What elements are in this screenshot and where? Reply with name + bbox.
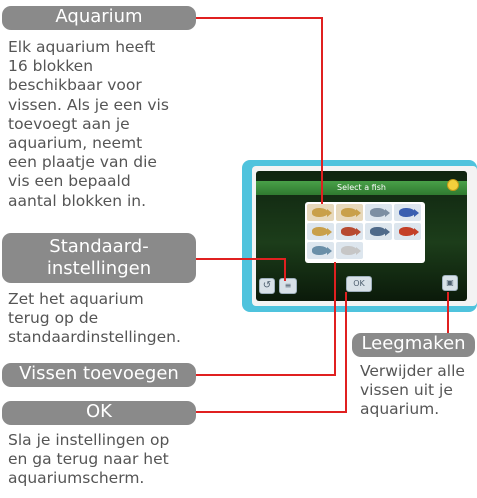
fish-icon bbox=[312, 208, 328, 217]
screen-title-bar: Select a fish bbox=[256, 181, 467, 195]
fish-slot[interactable] bbox=[336, 204, 363, 221]
fish-icon bbox=[370, 208, 386, 217]
aquarium-desc-line: Elk aquarium heeft bbox=[8, 38, 156, 56]
fish-icon bbox=[370, 227, 386, 236]
aquarium-desc-line: aquarium, neemt bbox=[8, 134, 143, 153]
fish-icon bbox=[312, 227, 328, 236]
leegmaken-desc-line: Verwijder alle bbox=[360, 362, 465, 380]
aquarium-desc-line: beschikbaar voor bbox=[8, 76, 142, 95]
fish-tail-icon bbox=[356, 247, 361, 255]
standaard-desc-line: standaardinstellingen. bbox=[8, 328, 181, 347]
aquarium-desc-line: toevoegt aan je bbox=[8, 114, 130, 133]
fish-slot[interactable] bbox=[394, 204, 421, 221]
fish-tail-icon bbox=[414, 209, 419, 217]
aquarium-desc-line: 16 blokken bbox=[8, 57, 94, 76]
standaard-connector bbox=[196, 258, 286, 260]
ok-button[interactable]: OK bbox=[346, 276, 372, 292]
vissen-toevoegen-label: Vissen toevoegen bbox=[2, 363, 196, 387]
aquarium-desc-line: vissen. Als je een vis bbox=[8, 95, 169, 114]
vissen-toevoegen-connector bbox=[334, 262, 336, 376]
standaard-label-line2: instellingen bbox=[46, 258, 152, 279]
fish-tail-icon bbox=[356, 209, 361, 217]
add-fish-button[interactable]: ≡ bbox=[279, 278, 297, 294]
standaard-desc-line: terug op de bbox=[8, 309, 99, 328]
fish-tail-icon bbox=[356, 228, 361, 236]
leegmaken-label: Leegmaken bbox=[352, 333, 475, 357]
info-icon[interactable] bbox=[447, 179, 459, 191]
ok-description: Sla je instellingen op en ga terug naar … bbox=[8, 431, 200, 489]
aquarium-desc-line: aantal blokken in. bbox=[8, 191, 147, 210]
fish-selection-panel bbox=[305, 202, 425, 263]
fish-icon bbox=[399, 227, 415, 236]
leegmaken-desc-line: aquarium. bbox=[360, 400, 440, 419]
fish-slot[interactable] bbox=[365, 223, 392, 240]
fish-icon bbox=[341, 208, 357, 217]
leegmaken-connector bbox=[447, 292, 449, 333]
fish-tail-icon bbox=[327, 209, 332, 217]
ok-connector bbox=[345, 292, 347, 413]
fish-tail-icon bbox=[414, 228, 419, 236]
vissen-toevoegen-connector bbox=[196, 374, 336, 376]
fish-tail-icon bbox=[327, 247, 332, 255]
aquarium-connector bbox=[196, 17, 323, 19]
ok-connector bbox=[196, 411, 347, 413]
ok-desc-line: Sla je instellingen op bbox=[8, 431, 170, 449]
aquarium-desc-line: vis een bepaald bbox=[8, 172, 131, 191]
fish-icon bbox=[341, 246, 357, 255]
fish-icon bbox=[399, 208, 415, 217]
fish-icon bbox=[312, 246, 328, 255]
fish-icon bbox=[341, 227, 357, 236]
standaard-label-line1: Standaard- bbox=[49, 236, 149, 257]
leegmaken-desc-line: vissen uit je bbox=[360, 381, 453, 400]
aquarium-desc-line: een plaatje van die bbox=[8, 153, 157, 172]
fish-tail-icon bbox=[327, 228, 332, 236]
fish-slot[interactable] bbox=[394, 223, 421, 240]
standaard-connector bbox=[284, 258, 286, 281]
aquarium-label: Aquarium bbox=[2, 6, 196, 30]
ok-desc-line: aquariumscherm. bbox=[8, 469, 145, 488]
ok-label: OK bbox=[2, 401, 196, 425]
reset-button[interactable]: ↺ bbox=[259, 278, 275, 294]
fish-slot[interactable] bbox=[336, 223, 363, 240]
fish-slot[interactable] bbox=[307, 204, 334, 221]
standaard-description: Zet het aquarium terug op de standaardin… bbox=[8, 290, 200, 348]
empty-aquarium-button[interactable]: ▣ bbox=[442, 275, 458, 291]
fish-tail-icon bbox=[385, 209, 390, 217]
aquarium-screen: Select a fish ↺ ≡ OK ▣ bbox=[256, 171, 467, 301]
standaard-desc-line: Zet het aquarium bbox=[8, 290, 144, 308]
fish-tail-icon bbox=[385, 228, 390, 236]
leegmaken-description: Verwijder alle vissen uit je aquarium. bbox=[360, 362, 475, 420]
fish-slot[interactable] bbox=[307, 242, 334, 259]
fish-slot[interactable] bbox=[336, 242, 363, 259]
fish-slot[interactable] bbox=[365, 204, 392, 221]
ok-desc-line: en ga terug naar het bbox=[8, 450, 169, 469]
aquarium-description: Elk aquarium heeft 16 blokken beschikbaa… bbox=[8, 38, 198, 211]
aquarium-connector bbox=[321, 17, 323, 204]
standaard-label: Standaard- instellingen bbox=[2, 233, 196, 283]
fish-slot[interactable] bbox=[307, 223, 334, 240]
